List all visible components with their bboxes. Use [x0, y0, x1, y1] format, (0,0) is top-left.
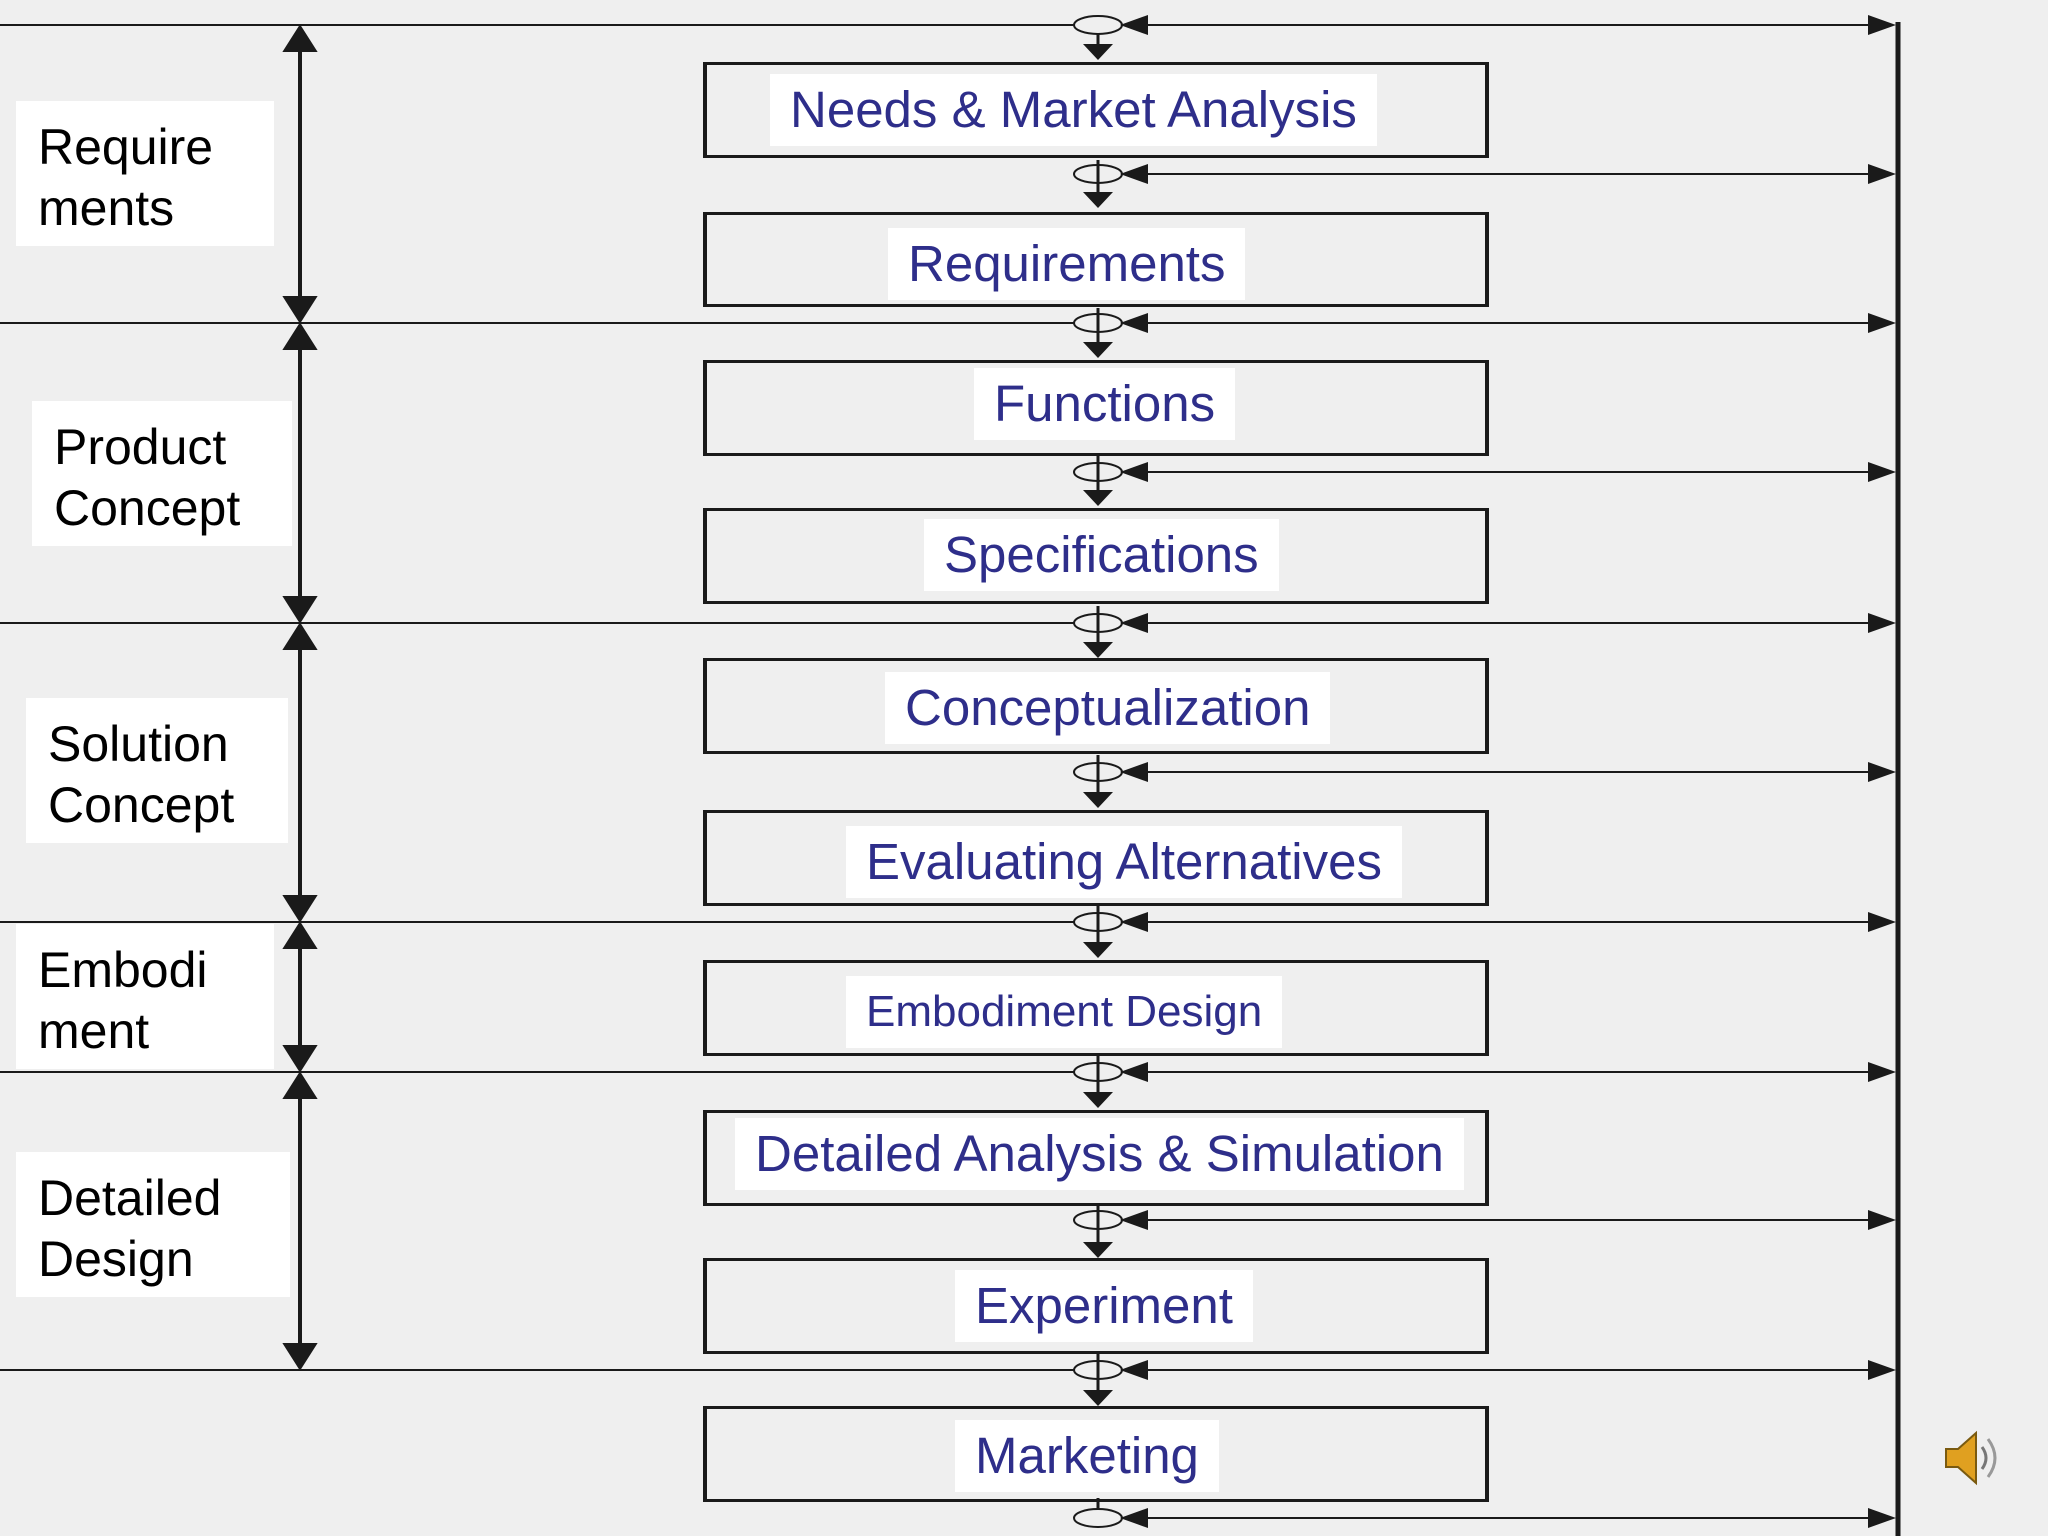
step-needs-market-analysis: Needs & Market Analysis — [770, 74, 1377, 146]
step-box — [703, 960, 1489, 1056]
step-box — [703, 1258, 1489, 1354]
connector-node — [1073, 904, 1896, 958]
connector-node — [1073, 606, 1896, 658]
connector-node — [1073, 160, 1896, 208]
arrowhead — [282, 1343, 318, 1371]
arrowhead — [282, 296, 318, 324]
connector-node — [1073, 1352, 1896, 1406]
arrowhead — [282, 895, 318, 923]
step-conceptualization: Conceptualization — [885, 672, 1331, 744]
speaker-icon[interactable] — [1938, 1425, 2002, 1491]
arrowhead — [282, 596, 318, 624]
arrowhead — [282, 1045, 318, 1073]
connector-node — [1073, 755, 1896, 808]
phase-label-product-concept: Product Concept — [32, 401, 292, 546]
phase-separators — [0, 24, 1098, 1371]
phase-label-solution-concept: Solution Concept — [26, 698, 288, 843]
arrowhead — [282, 1071, 318, 1099]
step-embodiment-design: Embodiment Design — [846, 976, 1283, 1048]
step-evaluating-alternatives: Evaluating Alternatives — [846, 826, 1402, 898]
step-box — [703, 360, 1489, 456]
connectors — [1073, 15, 1896, 1528]
arrowhead — [282, 24, 318, 52]
arrowhead — [282, 921, 318, 949]
phase-label-detailed-design: Detailed Design — [16, 1152, 290, 1297]
step-marketing: Marketing — [955, 1420, 1219, 1492]
connector-node — [1073, 1204, 1896, 1258]
step-functions: Functions — [974, 368, 1236, 440]
arrowhead — [282, 322, 318, 350]
step-box — [703, 212, 1489, 307]
step-requirements: Requirements — [888, 228, 1246, 300]
connector-node — [1073, 1054, 1896, 1108]
step-specifications: Specifications — [924, 519, 1279, 591]
step-box — [703, 62, 1489, 158]
connector-node — [1073, 456, 1896, 506]
phase-label-requirements: Require ments — [16, 101, 274, 246]
step-box — [703, 658, 1489, 754]
step-box — [703, 1110, 1489, 1206]
connector-node — [1073, 1498, 1896, 1528]
step-detailed-analysis-simulation: Detailed Analysis & Simulation — [735, 1118, 1464, 1190]
phase-label-embodiment: Embodi ment — [16, 924, 274, 1069]
arrowhead — [282, 622, 318, 650]
connector-node — [1073, 308, 1896, 358]
step-experiment: Experiment — [955, 1270, 1253, 1342]
step-box — [703, 1406, 1489, 1502]
connector-node — [1073, 15, 1896, 60]
step-box — [703, 508, 1489, 604]
phase-span-arrows — [282, 24, 318, 1371]
step-box — [703, 810, 1489, 906]
